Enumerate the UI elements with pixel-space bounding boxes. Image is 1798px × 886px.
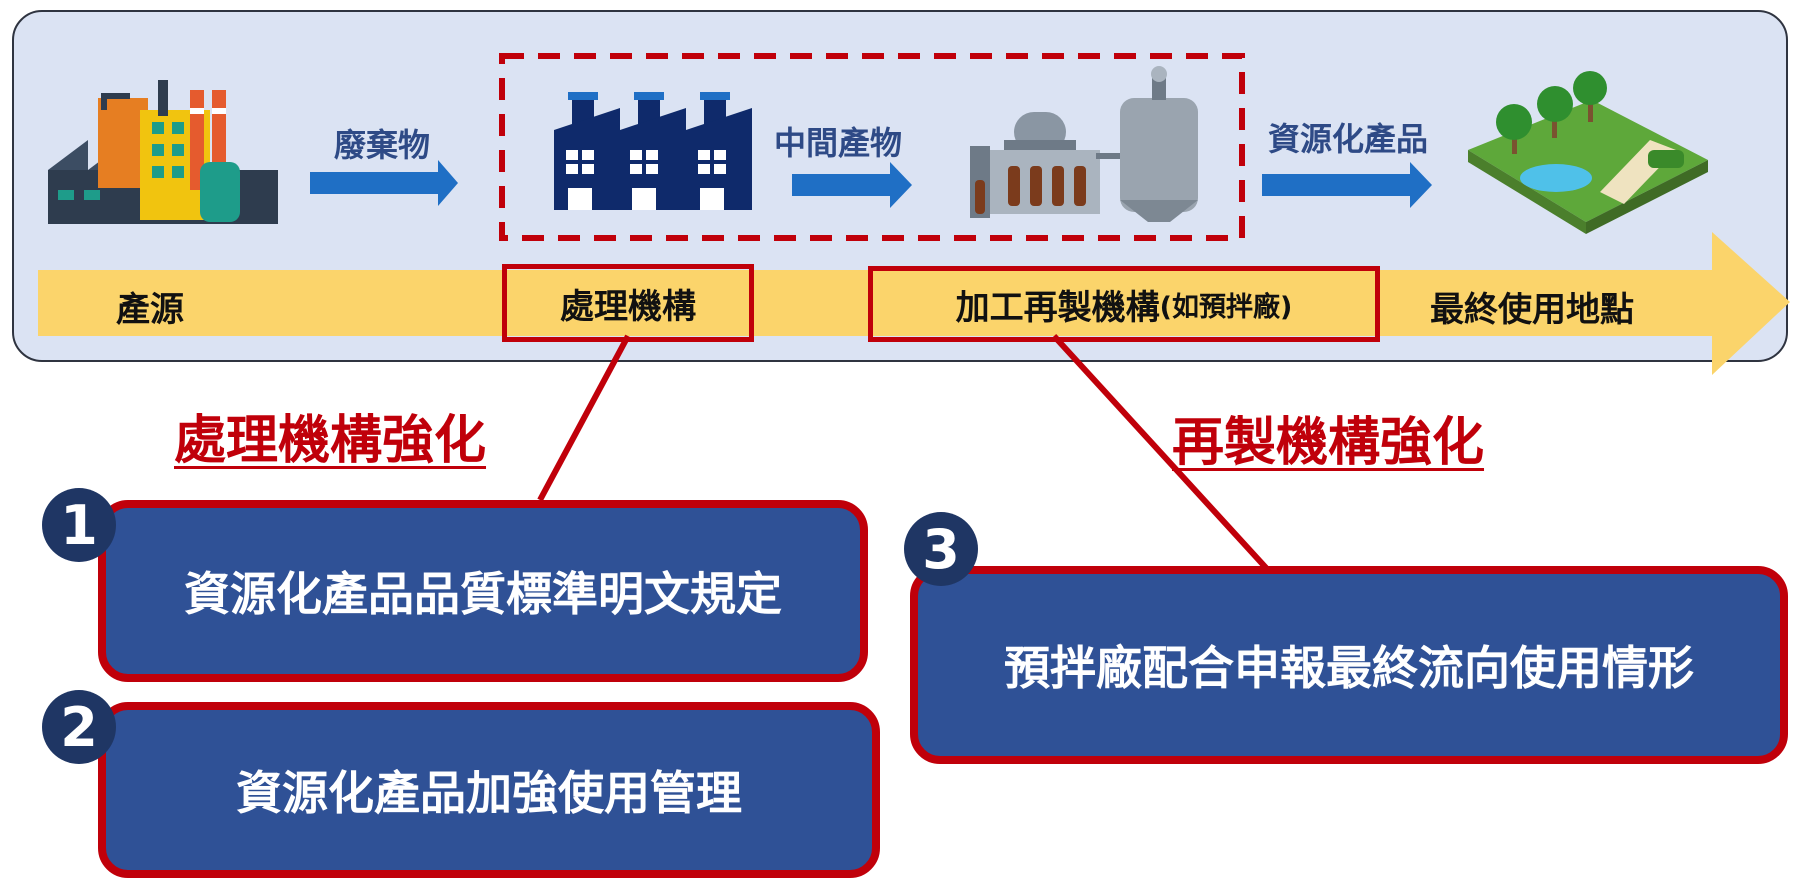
- treatment-strengthen-heading: 處理機構強化: [174, 411, 487, 471]
- band-label-end-use: 最終使用地點: [1430, 290, 1634, 330]
- treatment-connector: [537, 334, 631, 502]
- product-arrow: [1262, 162, 1432, 208]
- factory-icon: [554, 92, 752, 210]
- reprocessing-label-note: (如預拌廠): [1159, 291, 1293, 323]
- intermediate-arrow: [792, 162, 912, 208]
- reprocessing-label-main: 加工再製機構: [955, 287, 1160, 328]
- action-3-text: 預拌廠配合申報最終流向使用情形: [1004, 641, 1694, 695]
- reprocessing-strengthen-heading: 再製機構強化: [1172, 413, 1485, 473]
- action-2-text: 資源化產品加強使用管理: [236, 766, 742, 820]
- waste-arrow: [310, 160, 458, 206]
- dashed-boundary: [499, 53, 1245, 241]
- action-1-text: 資源化產品品質標準明文規定: [184, 567, 782, 621]
- park-landscape-icon: [1468, 71, 1708, 234]
- band-label-source: 產源: [116, 290, 184, 330]
- number-badge-2: 2: [42, 690, 116, 764]
- reprocessing-connector: [1051, 333, 1271, 573]
- waste-label: 廢棄物: [334, 126, 431, 164]
- industrial-plant-icon: [48, 80, 278, 224]
- treatment-label-text: 處理機構: [560, 286, 696, 327]
- action-box-3: 預拌廠配合申報最終流向使用情形: [910, 566, 1788, 764]
- band-label-treatment: 處理機構: [502, 264, 754, 342]
- band-label-reprocessing: 加工再製機構(如預拌廠): [868, 266, 1380, 342]
- action-box-2: 資源化產品加強使用管理: [98, 702, 880, 878]
- intermediate-product-label: 中間產物: [774, 124, 903, 162]
- number-badge-3: 3: [904, 512, 978, 586]
- resource-product-label: 資源化產品: [1268, 120, 1429, 158]
- flow-band-arrow: [38, 232, 1790, 375]
- number-badge-1: 1: [42, 488, 116, 562]
- action-box-1: 資源化產品品質標準明文規定: [98, 500, 868, 682]
- processing-equipment-icon: [970, 66, 1198, 222]
